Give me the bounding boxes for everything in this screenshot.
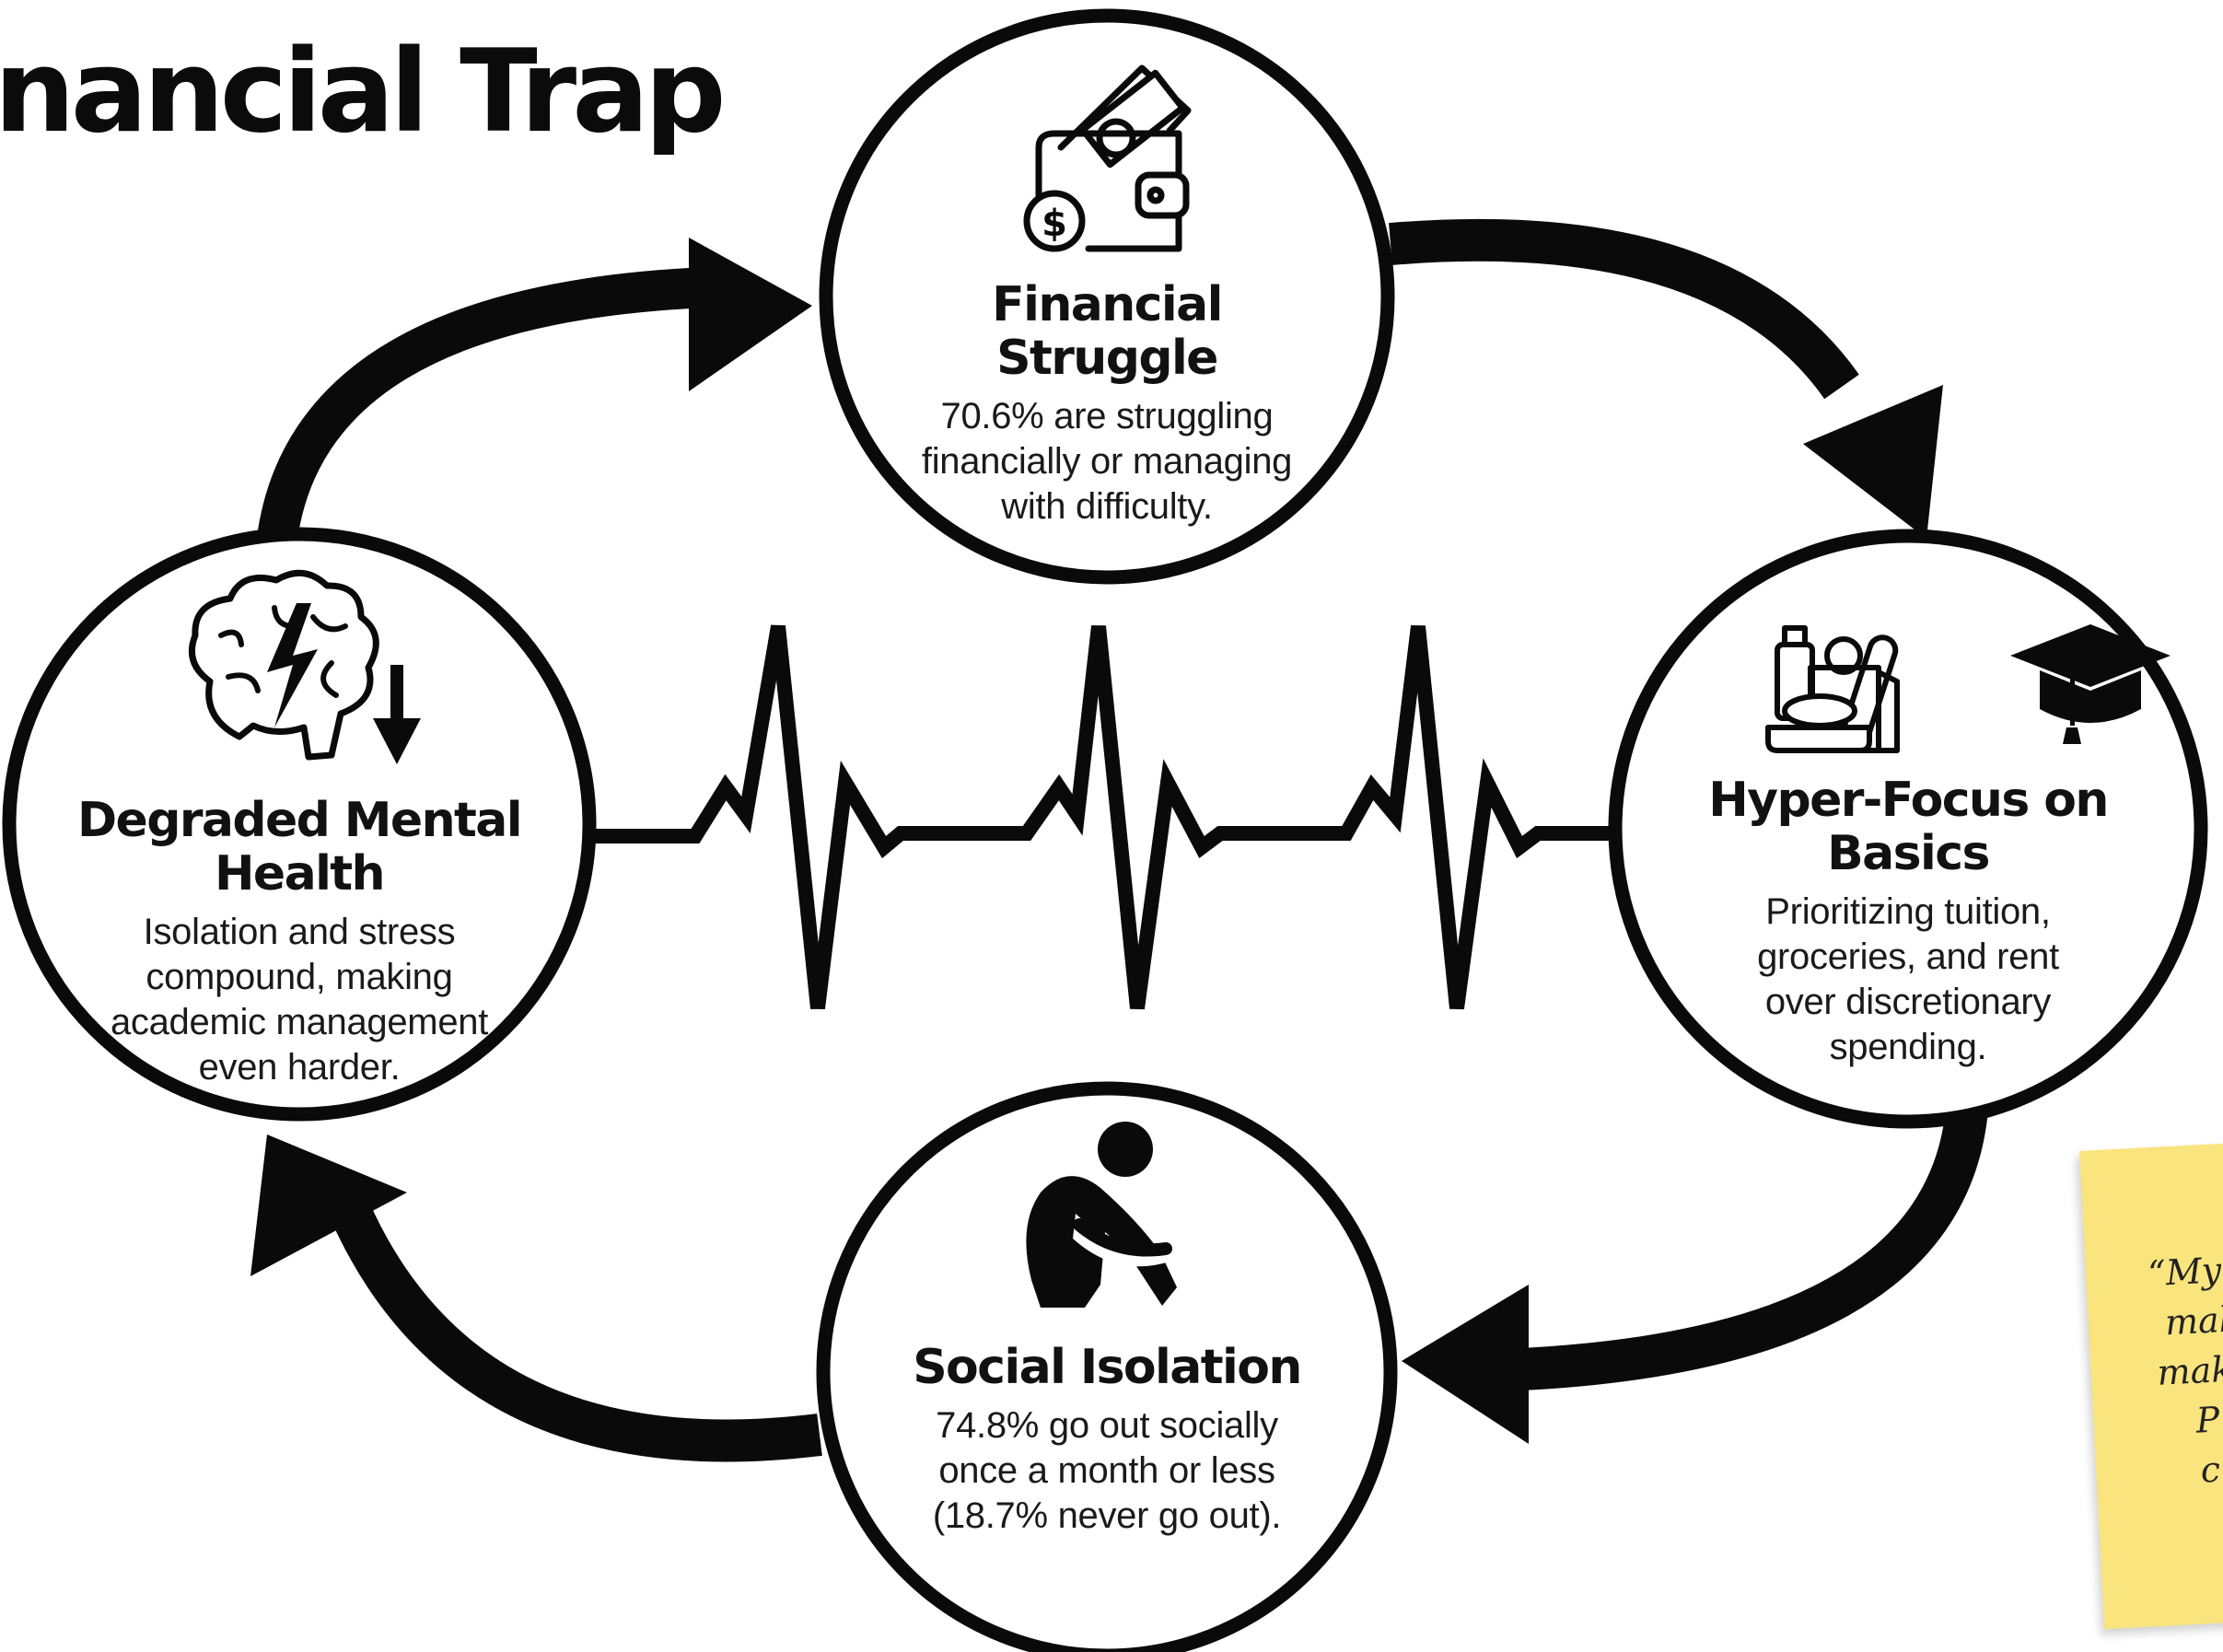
sitting-person-icon [1026,1122,1177,1308]
wallet-dollar-icon: $ [1023,64,1192,252]
arrowhead-to-financial [689,238,812,391]
circle-financial-struggle [819,8,1395,585]
degraded-mental-health-title: Degraded Mental Health [76,793,523,902]
description-line: 70.6% are struggling [940,396,1274,436]
graduation-cap-icon [2010,624,2171,744]
degraded-mental-health-description: Isolation and stress compound, making ac… [111,910,488,1090]
arrowhead-to-isolation [1402,1285,1529,1444]
description-line: Isolation and stress [143,912,456,952]
social-isolation-node: Social Isolation 74.8% go out socially o… [877,1341,1337,1539]
circle-degraded-mental-health [2,527,597,1122]
brain-lightning-icon [189,569,379,761]
financial-struggle-node: Financial Struggle 70.6% are struggling … [877,278,1337,529]
financial-struggle-description: 70.6% are struggling financially or mana… [921,394,1293,529]
arrowhead-to-basics [1803,385,1943,539]
hyper-focus-title: Hyper-Focus on Basics [1708,773,2109,881]
arrow-heads [250,238,1943,1444]
description-line: over discretionary [1764,982,2052,1022]
sticky-note-line: c [2199,1448,2222,1491]
sticky-note-line: “My c [2147,1248,2223,1295]
description-line: academic management [110,1002,489,1042]
sticky-note-line: P [2194,1399,2221,1441]
description-line: spending. [1829,1027,1987,1067]
social-isolation-title: Social Isolation [913,1340,1302,1395]
description-line: even harder. [198,1047,401,1088]
sticky-note-line: make [2156,1347,2223,1393]
description-line: groceries, and rent [1757,937,2059,977]
arrow-basics-to-isolation [1500,1107,1988,1391]
page-title: inancial Trap [0,26,727,158]
groceries-icon [1765,625,1900,753]
arrow-financial-to-basics [1389,218,1859,400]
hyper-focus-node: Hyper-Focus on Basics Prioritizing tuiti… [1678,774,2138,1070]
sticky-note-line: mak [2163,1298,2223,1344]
down-arrow-icon [373,665,421,764]
description-line: 74.8% go out socially [936,1405,1278,1446]
financial-struggle-title: Financial Struggle [992,277,1223,386]
description-line: with difficulty. [1001,486,1213,527]
sticky-note-text: “My c mak make P c [2107,1241,2223,1499]
degraded-mental-health-node: Degraded Mental Health Isolation and str… [9,794,589,1090]
description-line: Prioritizing tuition, [1765,891,2051,932]
arrow-isolation-to-mental [331,1202,822,1462]
social-isolation-description: 74.8% go out socially once a month or le… [932,1403,1282,1539]
hyper-focus-title-line: Hyper-Focus on [1708,773,2109,828]
heartbeat-line-icon [582,624,1624,1010]
svg-text:$: $ [1042,203,1067,245]
hyper-focus-title-line: Basics [1827,826,1990,881]
sticky-note: “My c mak make P c [2079,1139,2223,1630]
circle-social-isolation [816,1081,1398,1652]
hyper-focus-description: Prioritizing tuition, groceries, and ren… [1757,890,2059,1070]
description-line: compound, making [145,957,453,997]
arrow-mental-to-financial [256,267,710,548]
cycle-arrows [256,218,1988,1462]
description-line: once a month or less [938,1450,1275,1491]
arrowhead-to-mental [250,1134,407,1276]
description-line: financially or managing [921,441,1293,482]
description-line: (18.7% never go out). [932,1495,1282,1536]
